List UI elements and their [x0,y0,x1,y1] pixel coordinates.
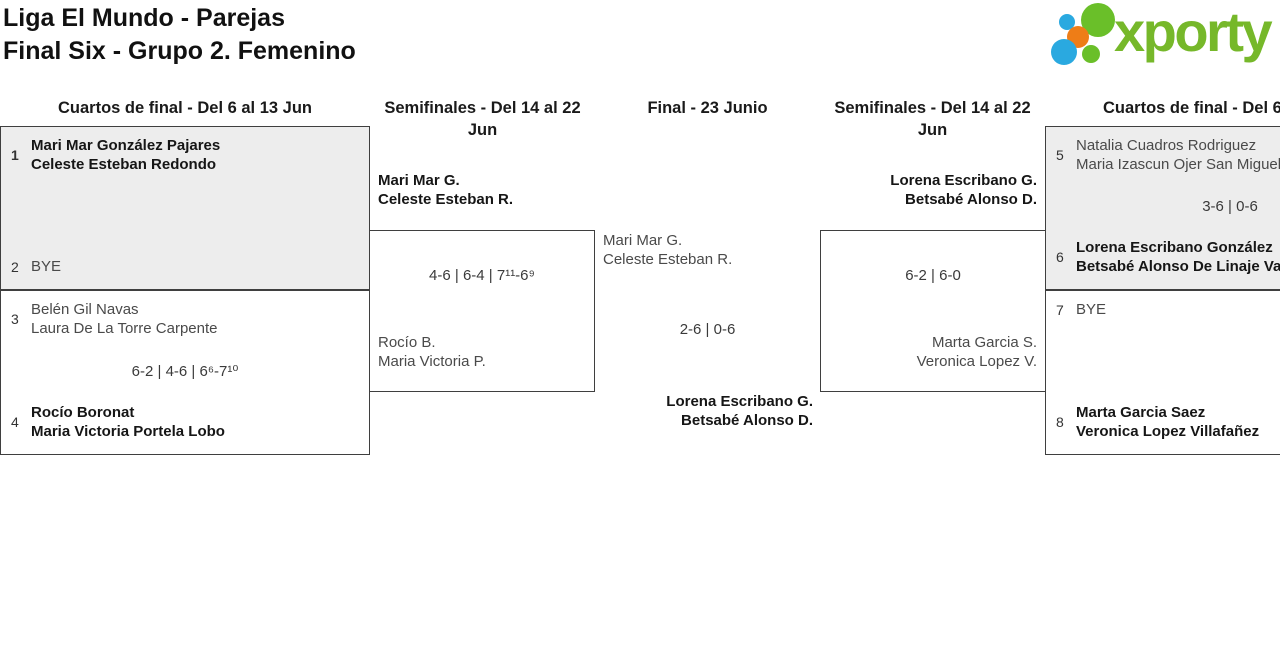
match-score: 6-2 | 4-6 | 6⁶-7¹⁰ [131,362,239,380]
logo-dot-green-small-icon [1082,45,1100,63]
team-names: Natalia Cuadros Rodriguez Maria Izascun … [1076,136,1280,174]
player-name: Celeste Esteban R. [603,251,733,268]
seed-number: 4 [11,414,19,430]
player-name: Lorena Escribano G. [890,172,1037,189]
player-name: Maria Izascun Ojer San Miguel [1076,156,1280,173]
player-name: Celeste Esteban R. [378,191,514,208]
team-names: Marta Garcia S. Veronica Lopez V. [917,333,1037,371]
player-name: Betsabé Alonso D. [681,412,813,429]
seed-number: 7 [1056,301,1064,318]
player-name: Lorena Escribano G. [666,393,813,410]
player-name: Veronica Lopez V. [916,353,1037,370]
player-name: Laura De La Torre Carpente [31,320,218,337]
team-names: Mari Mar G. Celeste Esteban R. [603,231,732,269]
player-name: Natalia Cuadros Rodriguez [1076,137,1257,154]
team-row: 5 Natalia Cuadros Rodriguez Maria Izascu… [1054,136,1280,174]
seed-number: 6 [1056,249,1064,265]
player-name: Lorena Escribano González [1076,239,1273,256]
team-row: 6 Lorena Escribano González Betsabé Alon… [1054,238,1280,276]
player-name: Marta Garcia S. [931,334,1037,351]
team-row: 1 Mari Mar González Pajares Celeste Este… [9,136,361,174]
team-row: 7 BYE [1054,300,1280,319]
match-qf-left-2[interactable]: 3 Belén Gil Navas Laura De La Torre Carp… [0,290,370,455]
team-names: Marta Garcia Saez Veronica Lopez Villafa… [1076,403,1259,441]
player-name: Maria Victoria Portela Lobo [31,423,225,440]
logo-dot-blue-large-icon [1051,39,1077,65]
team-names: Rocío B. Maria Victoria P. [378,333,486,371]
team-row: 4 Rocío Boronat Maria Victoria Portela L… [9,403,361,441]
logo-dot-blue-small-icon [1059,14,1075,30]
team-names: BYE [31,257,61,276]
player-name: Celeste Esteban Redondo [31,156,217,173]
player-name: Veronica Lopez Villafañez [1076,423,1260,440]
seed-number: 2 [11,258,19,275]
team-names: Belén Gil Navas Laura De La Torre Carpen… [31,300,218,338]
team-names: Mari Mar G. Celeste Esteban R. [378,171,513,209]
match-semifinal-left[interactable]: 4-6 | 6-4 | 7¹¹-6⁹ Rocío B. Maria Victor… [369,230,595,392]
bye-label: BYE [31,258,62,275]
player-name: Betsabé Alonso D. [905,191,1037,208]
match-qf-left-1[interactable]: 1 Mari Mar González Pajares Celeste Este… [0,126,370,290]
round-header-semifinals-right: Semifinales - Del 14 al 22 Jun [834,99,1031,139]
match-score: 4-6 | 6-4 | 7¹¹-6⁹ [429,267,535,284]
match-score: 3-6 | 0-6 [1202,197,1258,215]
team-names: Lorena Escribano G. Betsabé Alonso D. [820,171,1037,209]
logo-wordmark: xporty [1114,0,1273,63]
page-title: Liga El Mundo - Parejas [3,4,285,32]
team-names: Lorena Escribano G. Betsabé Alonso D. [595,392,813,430]
player-name: Betsabé Alonso De Linaje Va [1076,258,1280,275]
round-header-quarterfinals-left: Cuartos de final - Del 6 al 13 Jun [58,99,312,117]
page-subtitle: Final Six - Grupo 2. Femenino [3,37,356,65]
xporty-logo[interactable]: xporty [1048,0,1280,72]
player-name: Mari Mar G. [378,172,460,189]
player-name: Belén Gil Navas [31,301,139,318]
player-name: Maria Victoria P. [378,353,486,370]
team-row: 2 BYE [9,257,361,276]
team-names: Mari Mar González Pajares Celeste Esteba… [31,136,220,174]
team-row: 3 Belén Gil Navas Laura De La Torre Carp… [9,300,361,338]
page-title-block: Liga El Mundo - Parejas Final Six - Grup… [3,2,356,68]
team-names: BYE [1076,300,1106,319]
player-name: Mari Mar G. [603,232,683,249]
seed-number: 5 [1056,147,1064,163]
player-name: Marta Garcia Saez [1076,404,1206,421]
round-header-semifinals-left: Semifinales - Del 14 al 22 Jun [384,99,581,139]
team-names: Lorena Escribano González Betsabé Alonso… [1076,238,1280,276]
team-row: 8 Marta Garcia Saez Veronica Lopez Villa… [1054,403,1280,441]
bye-label: BYE [1076,301,1107,318]
match-score: 6-2 | 6-0 [905,267,961,284]
seed-number: 3 [11,311,19,327]
match-qf-right-1[interactable]: 5 Natalia Cuadros Rodriguez Maria Izascu… [1045,126,1280,290]
seed-number: 8 [1056,414,1064,430]
match-semifinal-right[interactable]: 6-2 | 6-0 Marta Garcia S. Veronica Lopez… [820,230,1046,392]
round-header-final: Final - 23 Junio [647,99,768,117]
seed-number: 1 [11,147,19,163]
match-qf-right-2[interactable]: 7 BYE 8 Marta Garcia Saez Veronica Lopez… [1045,290,1280,455]
player-name: Rocío B. [378,334,436,351]
match-score: 2-6 | 0-6 [679,321,736,338]
round-header-quarterfinals-right: Cuartos de final - Del 6 al 13 Jun [1103,99,1280,117]
team-names: Rocío Boronat Maria Victoria Portela Lob… [31,403,225,441]
player-name: Rocío Boronat [31,404,135,421]
player-name: Mari Mar González Pajares [31,137,221,154]
